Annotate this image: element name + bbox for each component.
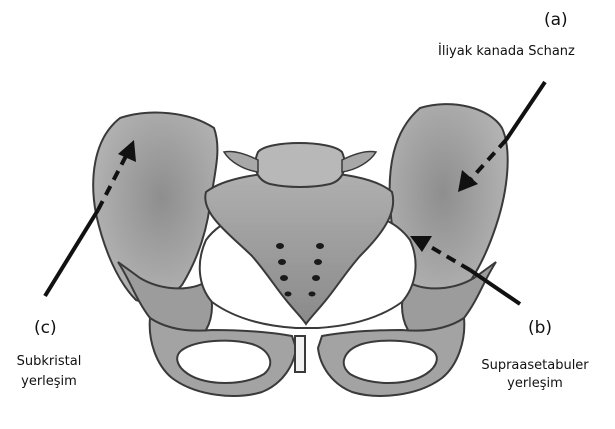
- label-b-letter: (b): [528, 318, 552, 338]
- label-c-caption-line1: Subkristal: [4, 354, 94, 370]
- right-obturator-foramen: [344, 341, 437, 383]
- label-b-caption-line1: Supraasetabuler: [470, 358, 600, 374]
- left-obturator-foramen: [177, 341, 270, 383]
- left-iliac-wing: [93, 113, 217, 302]
- lumbar-vertebra: [255, 143, 344, 187]
- label-a-caption: İliyak kanada Schanz: [438, 44, 575, 60]
- lumbar-transverse-left: [224, 151, 258, 172]
- label-c-letter: (c): [34, 318, 57, 338]
- label-b-caption-line2: yerleşim: [470, 376, 600, 392]
- lumbar-transverse-right: [342, 151, 376, 172]
- label-c-caption-line2: yerleşim: [4, 374, 94, 390]
- label-a-letter: (a): [544, 10, 568, 30]
- pubic-symphysis: [295, 336, 305, 372]
